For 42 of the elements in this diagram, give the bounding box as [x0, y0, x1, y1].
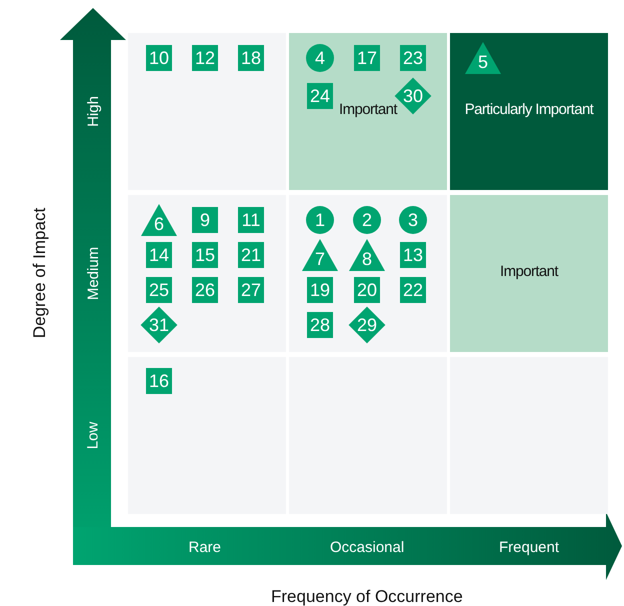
square-marker: 26 [192, 277, 218, 303]
square-marker: 15 [192, 242, 218, 268]
axis-label: Medium [84, 246, 102, 300]
matrix-cell [128, 357, 286, 514]
circle-marker: 1 [306, 206, 334, 234]
square-marker: 13 [400, 242, 426, 268]
square-marker: 14 [146, 242, 172, 268]
matrix-cell [450, 33, 608, 190]
matrix-cell [289, 195, 447, 352]
circle-marker: 3 [399, 206, 427, 234]
square-marker: 22 [400, 277, 426, 303]
square-marker: 16 [146, 368, 172, 394]
square-marker: 11 [238, 207, 264, 233]
square-marker: 9 [192, 207, 218, 233]
square-marker: 25 [146, 277, 172, 303]
square-marker: 18 [238, 45, 264, 71]
axis-label: Low [84, 421, 102, 449]
square-marker: 24 [307, 83, 333, 109]
matrix-cell [450, 195, 608, 352]
square-marker: 23 [400, 45, 426, 71]
square-marker: 10 [146, 45, 172, 71]
axis-label: Occasional [330, 538, 404, 556]
axis-label: High [84, 96, 102, 126]
matrix-cell [289, 33, 447, 190]
matrix-cell [128, 195, 286, 352]
circle-marker: 2 [353, 206, 381, 234]
quadrant-label: Important [499, 263, 560, 280]
axis-label: Frequency of Occurrence [271, 587, 463, 606]
circle-marker: 4 [306, 44, 334, 72]
matrix-cell [128, 33, 286, 190]
axis-label: Rare [188, 538, 222, 556]
square-marker: 27 [238, 277, 264, 303]
square-marker: 21 [238, 242, 264, 268]
axis-label: Frequent [499, 538, 560, 556]
matrix-cell [450, 357, 608, 514]
square-marker: 12 [192, 45, 218, 71]
square-marker: 17 [354, 45, 380, 71]
square-marker: 28 [307, 312, 333, 338]
quadrant-label: Particularly Important [464, 101, 595, 118]
square-marker: 19 [307, 277, 333, 303]
axis-label: Degree of Impact [30, 208, 50, 338]
square-marker: 20 [354, 277, 380, 303]
